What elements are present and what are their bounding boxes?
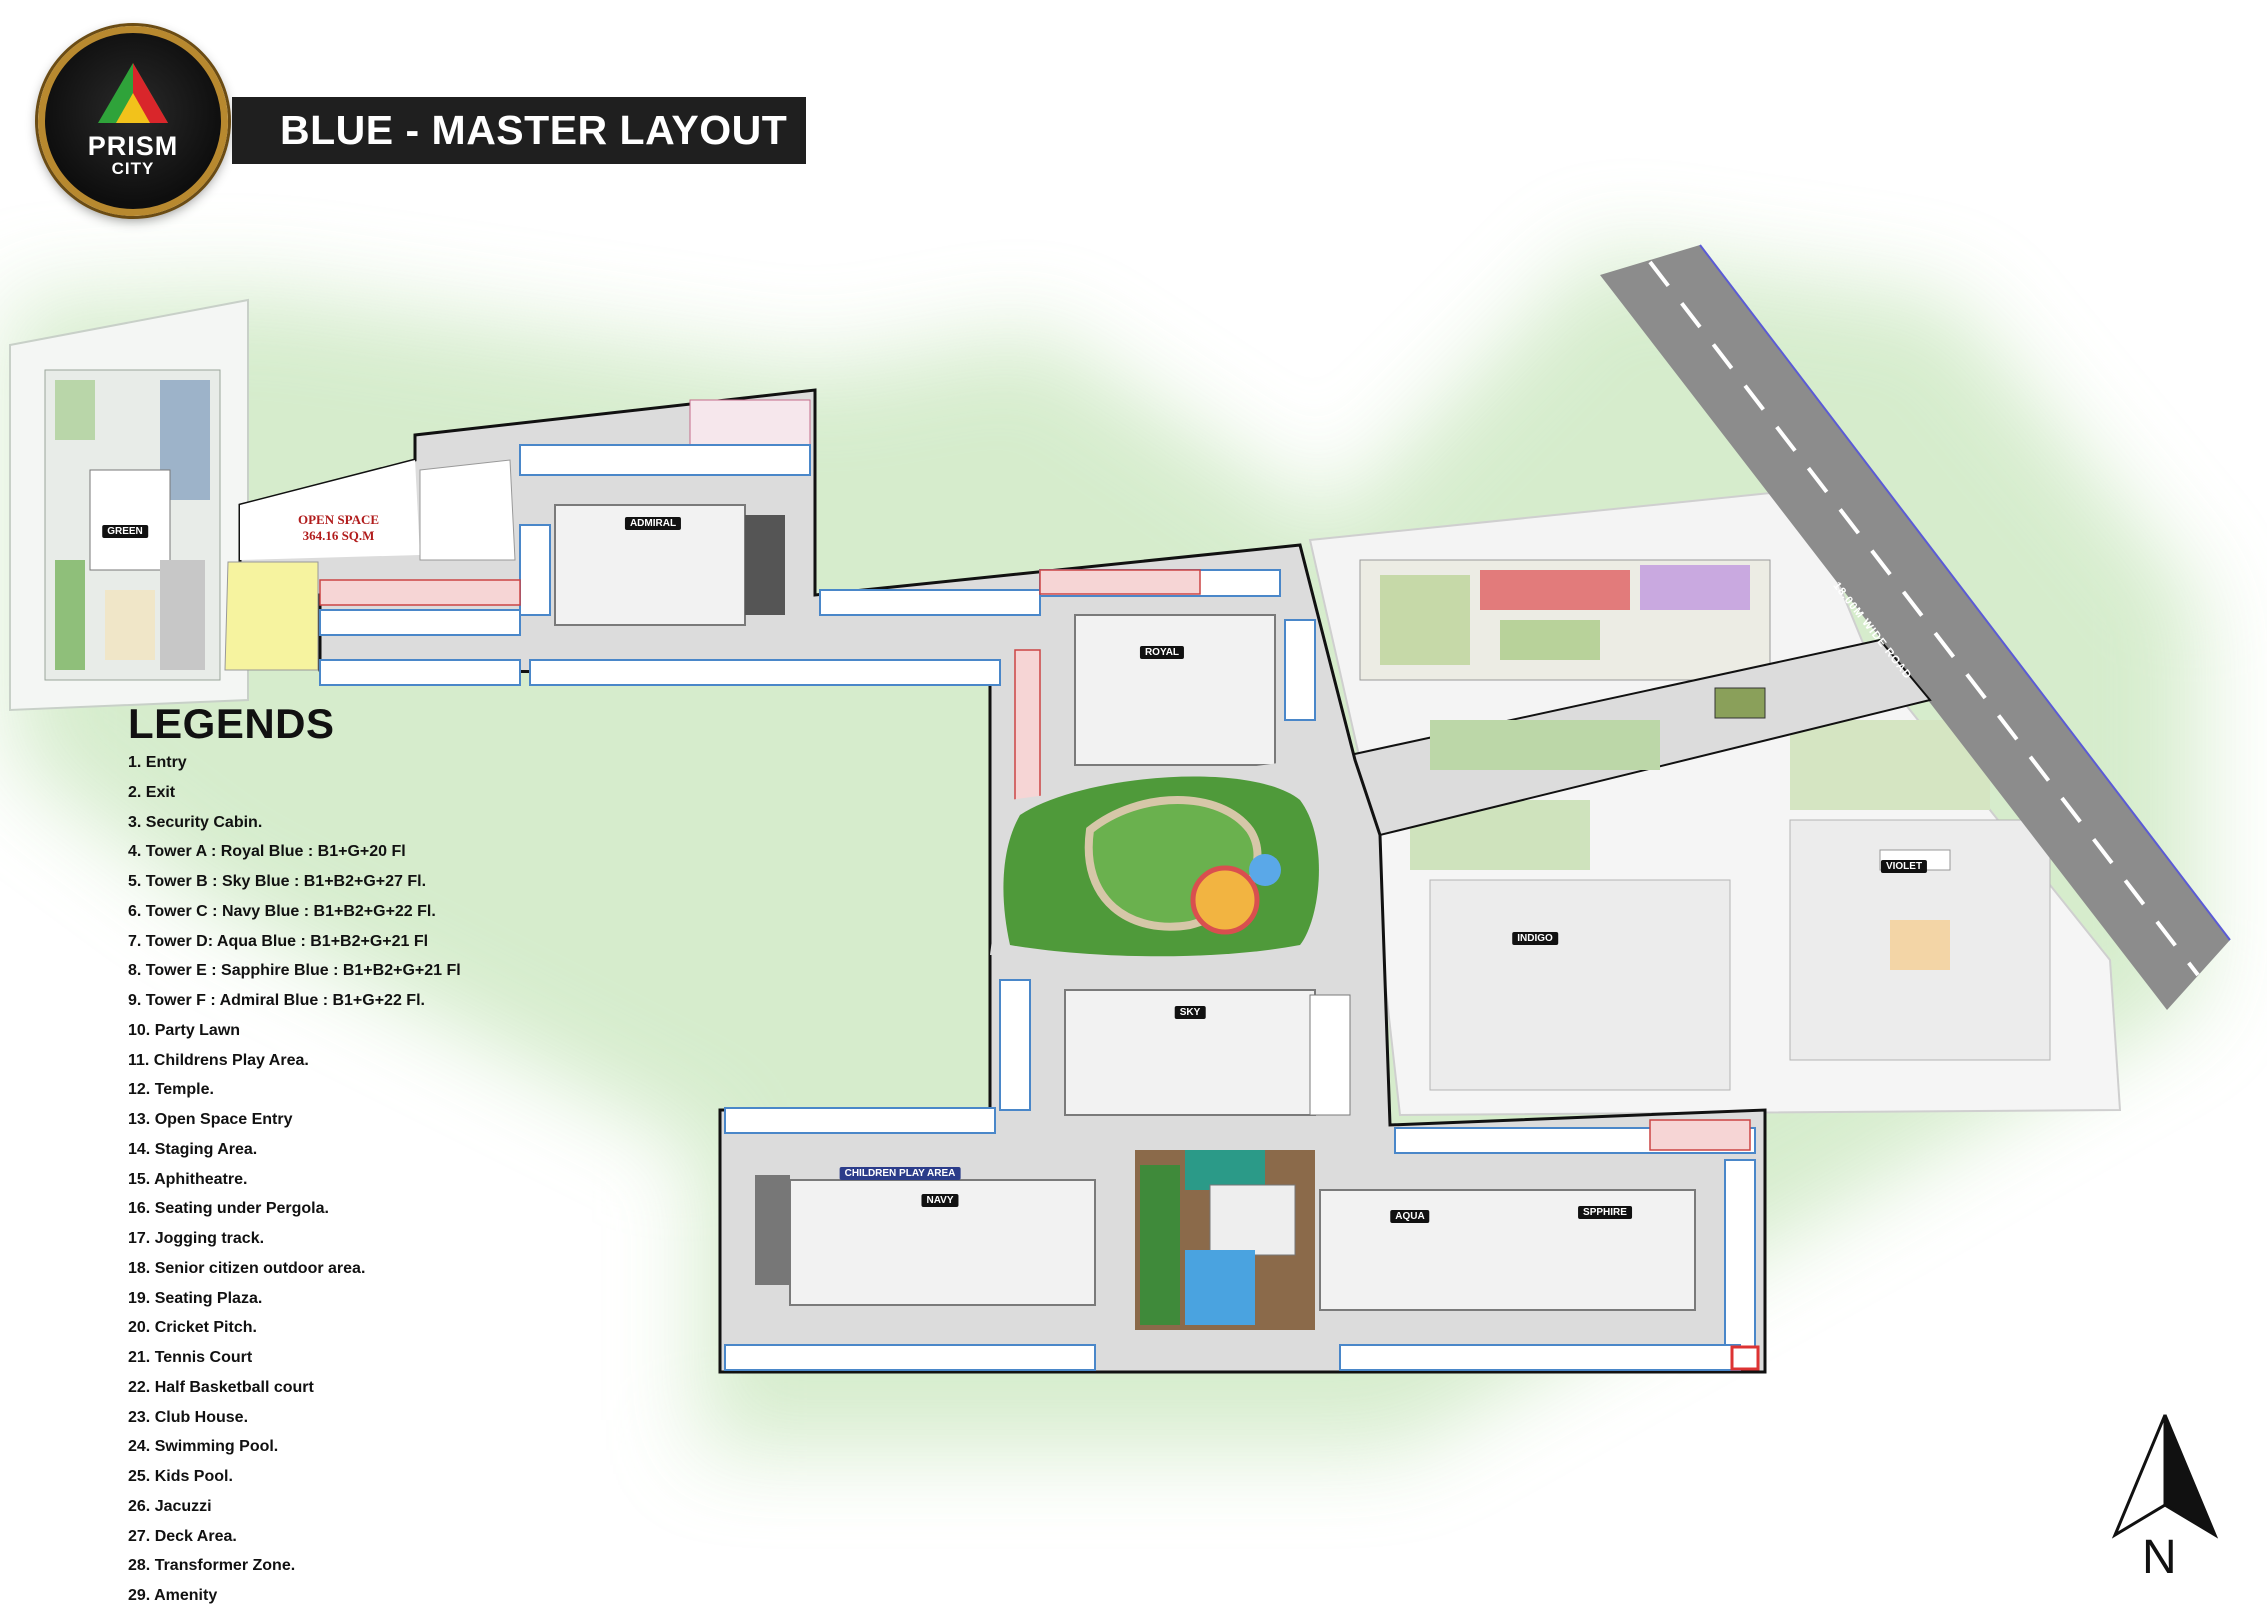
prism-logo-icon xyxy=(98,63,168,123)
legend-item: 9. Tower F : Admiral Blue : B1+G+22 Fl. xyxy=(128,992,425,1009)
legend-item: 2. Exit xyxy=(128,783,176,801)
tower-label-indigo: INDIGO xyxy=(1512,932,1558,945)
legend-item: 20. Cricket Pitch. xyxy=(128,1319,257,1337)
legend-item: 27. Deck Area. xyxy=(128,1527,237,1545)
legend-item: 7. Tower D: Aqua Blue : B1+B2+G+21 Fl xyxy=(128,932,429,950)
parking-bays xyxy=(319,444,1756,1371)
legend-item: 4. Tower A : Royal Blue : B1+G+20 Fl xyxy=(128,843,406,861)
service-core xyxy=(745,515,785,615)
north-label: N xyxy=(2142,1531,2177,1584)
label-green: GREEN xyxy=(102,525,148,538)
entry-gate-feature xyxy=(1714,687,1766,719)
prism-city-logo: PRISM CITY xyxy=(38,26,228,216)
legend-list: 1. Entry 2. Exit 3. Security Cabin. 4. T… xyxy=(128,748,461,1611)
ramp-2 xyxy=(755,1175,790,1285)
legend-item: 13. Open Space Entry xyxy=(128,1111,293,1128)
legend-item: 10. Party Lawn xyxy=(128,1021,241,1039)
neighbour-site-left xyxy=(9,298,249,712)
legend-item: 28. Transformer Zone. xyxy=(128,1557,296,1575)
legend-item: 8. Tower E : Sapphire Blue : B1+B2+G+21 … xyxy=(128,962,461,980)
legend-item: 24. Swimming Pool. xyxy=(128,1438,279,1456)
amenity-zone xyxy=(224,561,319,671)
legend-item: 6. Tower C : Navy Blue : B1+B2+G+22 Fl. xyxy=(128,902,436,920)
tower-label-royal: ROYAL xyxy=(1139,646,1185,659)
entry-landscape xyxy=(1430,720,1660,770)
legend-item: 16. Seating under Pergola. xyxy=(128,1200,329,1218)
legend-item: 14. Staging Area. xyxy=(128,1140,258,1158)
legend-item: 22. Half Basketball court xyxy=(128,1378,314,1396)
children-play-area-label: CHILDREN PLAY AREA xyxy=(839,1167,961,1180)
legend-item: 5. Tower B : Sky Blue : B1+B2+G+27 Fl. xyxy=(128,873,427,890)
open-space xyxy=(240,460,420,560)
legend-item: 25. Kids Pool. xyxy=(128,1468,233,1485)
tower-label-violet: VIOLET xyxy=(1880,860,1928,873)
ramp xyxy=(1309,994,1351,1116)
legend-item: 11. Childrens Play Area. xyxy=(128,1051,309,1069)
exit-marker xyxy=(1730,1345,1760,1371)
tower-label-sapphire: SPPHIRE xyxy=(1578,1206,1632,1219)
legend-item: 23. Club House. xyxy=(128,1408,249,1426)
legend-item: 18. Senior citizen outdoor area. xyxy=(128,1259,366,1277)
legend-item: 12. Temple. xyxy=(128,1081,214,1099)
parking-bays-red xyxy=(319,569,1751,1151)
legend-item: 3. Security Cabin. xyxy=(128,813,263,831)
legend-item: 26. Jacuzzi xyxy=(128,1497,212,1515)
central-park xyxy=(990,760,1335,957)
logo-text-city: CITY xyxy=(111,159,155,178)
main-road xyxy=(1600,244,2231,1010)
club-zone xyxy=(1135,1150,1315,1330)
legend-item: 1. Entry xyxy=(128,754,187,771)
legend-item: 21. Tennis Court xyxy=(128,1349,253,1366)
page-title: BLUE - MASTER LAYOUT xyxy=(232,97,806,164)
open-space-2 xyxy=(419,459,516,561)
legend-item: 29. Amenity xyxy=(128,1587,218,1604)
tower-label-aqua: AQUA xyxy=(1390,1210,1430,1223)
north-arrow-icon xyxy=(2111,1414,2219,1539)
tower-label-sky: SKY xyxy=(1174,1006,1206,1019)
legend-item: 17. Jogging track. xyxy=(128,1230,265,1247)
tower-label-admiral: ADMIRAL xyxy=(624,517,682,530)
tower-label-navy: NAVY xyxy=(921,1194,959,1207)
legend-item: 15. Aphitheatre. xyxy=(128,1170,248,1188)
open-space-label: OPEN SPACE 364.16 SQ.M xyxy=(298,512,380,543)
logo-text-prism: PRISM xyxy=(87,131,179,161)
legend-title: LEGENDS xyxy=(128,700,335,747)
legend-item: 19. Seating Plaza. xyxy=(128,1289,263,1307)
